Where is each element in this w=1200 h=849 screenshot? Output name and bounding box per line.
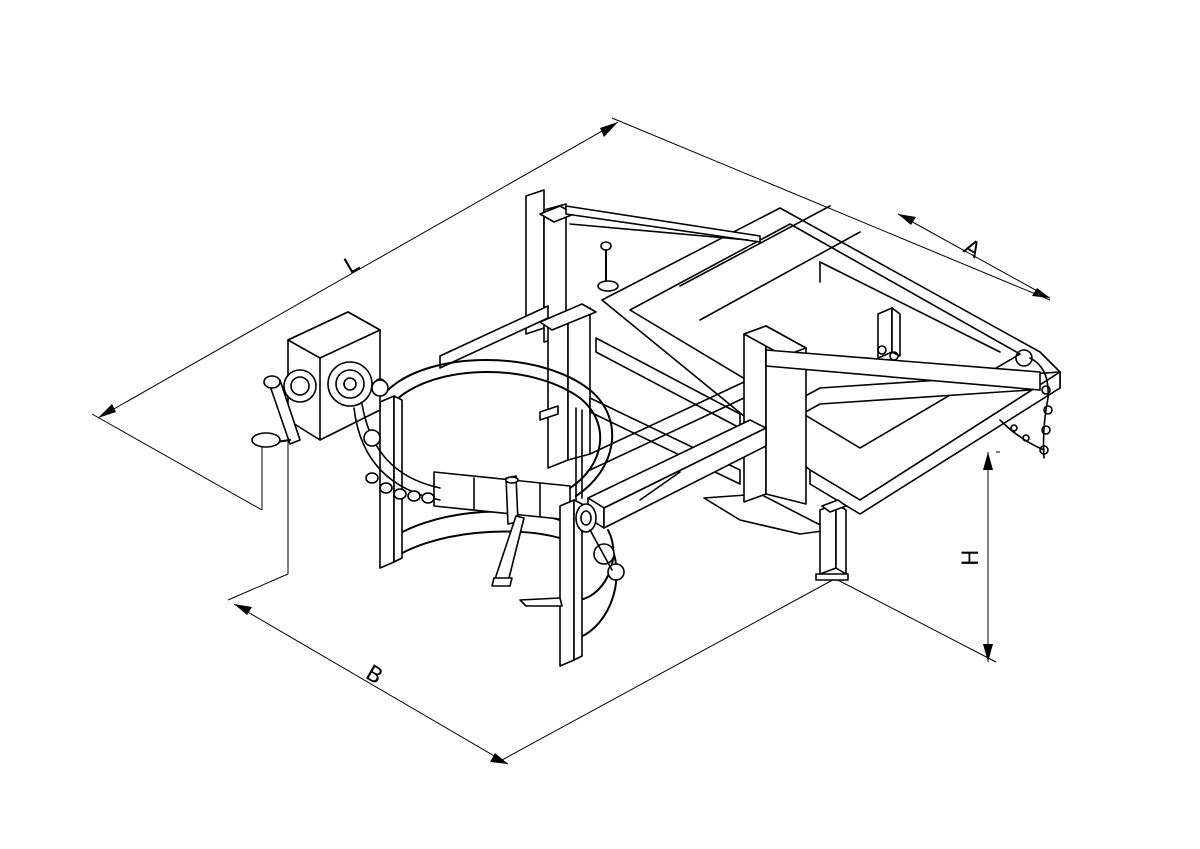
dimension-label-B: B xyxy=(361,661,387,690)
pivot-assembly xyxy=(575,503,625,581)
front-support-leg xyxy=(815,499,849,581)
dimension-label-L: L xyxy=(340,251,364,279)
base-frame xyxy=(599,205,1061,581)
dimension-label-H: H xyxy=(959,549,984,566)
drum-clamp-ring xyxy=(379,359,618,667)
dimension-lines: L A B H xyxy=(91,117,1051,765)
rear-support-leg xyxy=(877,307,901,359)
dimension-A: A xyxy=(897,213,1051,299)
dimension-L: L xyxy=(91,117,1051,511)
gearbox-assembly xyxy=(251,311,386,448)
dimension-H: H xyxy=(829,451,1000,663)
mast-frame xyxy=(439,189,1041,529)
drive-chain xyxy=(353,379,441,504)
safety-chain xyxy=(877,345,1053,459)
